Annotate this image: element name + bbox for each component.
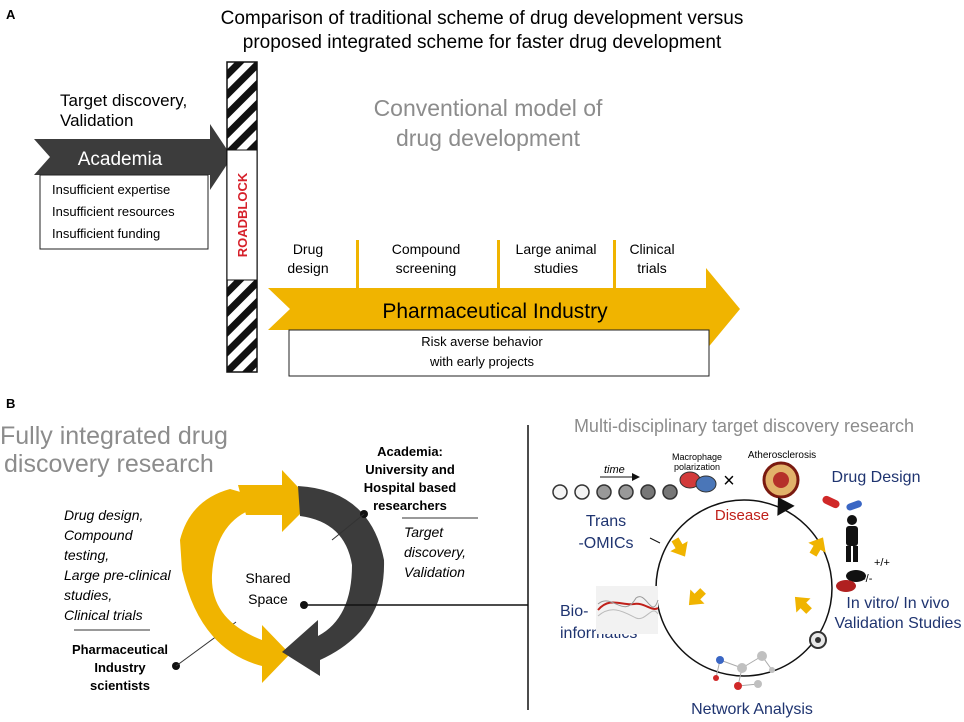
- academia-caption-line1: Target discovery,: [60, 91, 187, 110]
- industry-task: Drug design,: [64, 507, 143, 523]
- macrophage-cell-blue: [695, 475, 717, 493]
- trans-line1: Trans: [586, 513, 626, 530]
- mouse-icon: [836, 580, 856, 592]
- stage-clinical-line2: trials: [637, 260, 667, 276]
- disease-label: Disease: [715, 507, 769, 524]
- cell-icon: [662, 484, 678, 500]
- panel-a-label: A: [6, 7, 16, 22]
- shared-line2: Space: [248, 591, 288, 607]
- invitro-line2: Validation Studies: [835, 615, 962, 632]
- academia-task: Target: [404, 524, 444, 540]
- cycle-dark-arc: [282, 486, 385, 676]
- stage-animal-line2: studies: [534, 260, 578, 276]
- industry-task: studies,: [64, 587, 112, 603]
- bio-line1: Bio-: [560, 603, 588, 620]
- academia-arrow: [34, 124, 232, 190]
- invitro-line1: In vitro/ In vivo: [846, 595, 949, 612]
- cell-icon: [552, 484, 568, 500]
- cell-icon: [574, 484, 590, 500]
- cell-icon: [618, 484, 634, 500]
- stage-divider: [497, 240, 500, 290]
- stage-drug-design-line1: Drug: [293, 241, 323, 257]
- stage-clinical-line1: Clinical: [629, 241, 674, 257]
- macrophage-line1: Macrophage: [672, 452, 722, 462]
- risk-box: [288, 329, 710, 377]
- integrated-title-line2: discovery research: [4, 450, 214, 478]
- stage-drug-design-line2: design: [287, 260, 328, 276]
- time-label: time: [604, 464, 625, 476]
- macrophage-line2: polarization: [674, 462, 720, 472]
- academia-task: discovery,: [404, 544, 466, 560]
- cell-icon: [640, 484, 656, 500]
- academia-caption-line2: Validation: [60, 111, 133, 130]
- integrated-title-line1: Fully integrated drug: [0, 422, 228, 450]
- gold-arrow-icon: [670, 537, 688, 557]
- panel-a-title-line1: Comparison of traditional scheme of drug…: [221, 8, 744, 29]
- academia-limitations-box: [39, 174, 209, 250]
- stage-animal-line1: Large animal: [516, 241, 597, 257]
- cell-icon: [596, 484, 612, 500]
- discovery-cycle: [655, 499, 833, 677]
- cycle-gold-arc: [180, 489, 290, 683]
- academia-people-line: Academia:: [377, 444, 443, 459]
- trans-line2: -OMICs: [578, 535, 633, 552]
- academia-people-line: researchers: [373, 498, 447, 513]
- roadblock-label-plate: [226, 149, 258, 281]
- cell-nucleus-icon: [815, 637, 821, 643]
- human-figure-icon: [846, 515, 858, 562]
- network-label: Network Analysis: [691, 701, 813, 718]
- industry-arrow-label: Pharmaceutical Industry: [382, 300, 608, 323]
- industry-people-line: Industry: [94, 660, 146, 675]
- gold-arrow-icon: [794, 596, 812, 614]
- times-icon: ×: [723, 470, 735, 492]
- academia-arrow-label: Academia: [78, 149, 163, 170]
- panel-b-label: B: [6, 396, 15, 411]
- roadblock-label: ROADBLOCK: [235, 172, 250, 257]
- genotype-minus: -/-: [862, 573, 873, 585]
- conventional-title-line2: drug development: [396, 125, 581, 151]
- industry-task: testing,: [64, 547, 109, 563]
- network-graph-icon: [713, 651, 775, 690]
- panel-a-title-line2: proposed integrated scheme for faster dr…: [243, 32, 722, 53]
- academia-pointer-line: [331, 513, 365, 541]
- gold-arrow-icon: [688, 588, 706, 606]
- gold-arrow-icon: [808, 537, 826, 557]
- athero-label: Atherosclerosis: [748, 450, 816, 461]
- cycle-arrowhead: [777, 497, 795, 516]
- stage-divider: [356, 240, 359, 290]
- artery-lumen: [773, 472, 789, 488]
- academia-task: Validation: [404, 564, 465, 580]
- academia-people-line: University and: [365, 462, 455, 477]
- genotype-plus: +/+: [874, 557, 890, 569]
- industry-task: Clinical trials: [64, 607, 143, 623]
- drug-design-label: Drug Design: [832, 469, 921, 486]
- pill-icon: [846, 500, 862, 511]
- cycle-gold-head: [238, 470, 312, 532]
- trans-tick: [649, 537, 661, 544]
- academia-limitation-1: Insufficient expertise: [52, 182, 170, 197]
- industry-people-line: Pharmaceutical: [72, 642, 168, 657]
- industry-people-line: scientists: [90, 678, 150, 693]
- academia-people-line: Hospital based: [364, 480, 457, 495]
- stage-compound-line1: Compound: [392, 241, 461, 257]
- conventional-title-line1: Conventional model of: [374, 95, 603, 121]
- academia-limitation-2: Insufficient resources: [52, 204, 175, 219]
- risk-line2: with early projects: [429, 354, 535, 369]
- pill-icon: [822, 495, 840, 509]
- academia-limitation-3: Insufficient funding: [52, 226, 160, 241]
- stage-divider: [613, 240, 616, 290]
- risk-line1: Risk averse behavior: [421, 334, 543, 349]
- industry-task: Compound: [64, 527, 134, 543]
- mouse-icon: [846, 570, 866, 582]
- bioinformatics-plot-icon: [596, 586, 659, 634]
- industry-task: Large pre-clinical: [64, 567, 171, 583]
- stage-compound-line2: screening: [396, 260, 457, 276]
- shared-line1: Shared: [245, 570, 290, 586]
- cell-time-series: [552, 484, 678, 500]
- multi-title: Multi-disciplinary target discovery rese…: [574, 416, 914, 436]
